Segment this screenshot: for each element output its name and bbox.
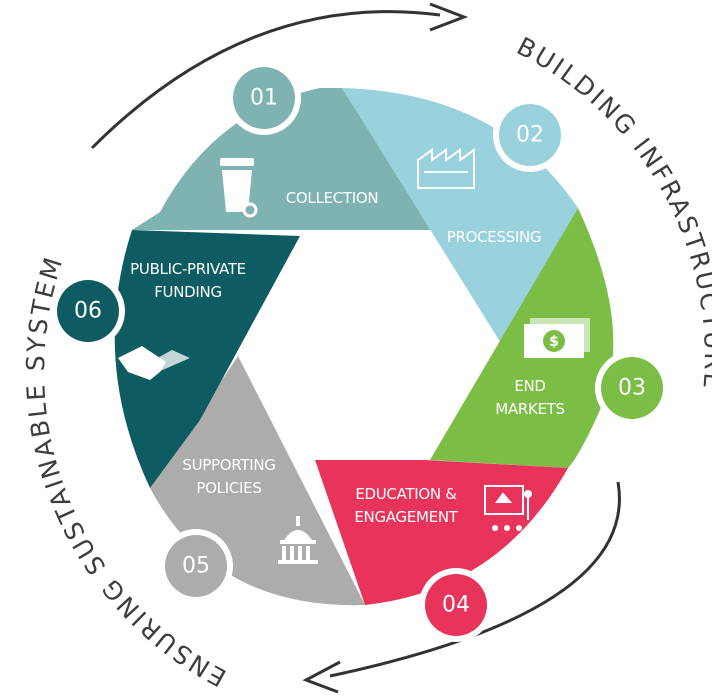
- segment-labels: COLLECTION PROCESSING END MARKETS EDUCATION …: [130, 189, 565, 526]
- processing-label-line: PROCESSING: [447, 228, 542, 246]
- collection-segment: [132, 88, 432, 230]
- badge-fill: [499, 104, 561, 166]
- funding-label-line: FUNDING: [154, 283, 222, 301]
- handshake-icon: [118, 346, 190, 380]
- top-cycle-arrow: [90, 10, 441, 150]
- bottom-cycle-arrow: [329, 481, 621, 678]
- money-icon: $: [524, 318, 590, 358]
- badge-fill: [601, 357, 663, 419]
- end-markets-segment: [430, 208, 614, 468]
- public-private-funding-segment: [114, 230, 300, 488]
- badge-fill: [233, 67, 295, 129]
- end-markets-label-line: END: [514, 377, 545, 395]
- badge-number: 06: [74, 299, 102, 324]
- capitol-icon: [278, 516, 318, 564]
- top-arrow-head-icon: [429, 2, 469, 32]
- end-markets-label: END MARKETS: [495, 377, 565, 418]
- badge-02: 02: [493, 98, 567, 172]
- funding-label-line: PUBLIC-PRIVATE: [130, 260, 246, 278]
- factory-icon: [417, 148, 475, 189]
- collection-label-line: COLLECTION: [286, 189, 379, 207]
- badge-number: 01: [250, 86, 278, 111]
- education-label-line: ENGAGEMENT: [354, 508, 458, 526]
- badge-fill: [57, 280, 119, 342]
- outer-cycle-arrows: [90, 2, 621, 694]
- processing-label: PROCESSING: [447, 228, 542, 246]
- badge-number: 05: [182, 554, 210, 579]
- policies-label-line: SUPPORTING: [182, 456, 275, 474]
- badge-fill: [165, 535, 227, 597]
- funding-label: PUBLIC-PRIVATE FUNDING: [130, 260, 246, 301]
- trash-bin-icon: [220, 158, 258, 218]
- education-label: EDUCATION & ENGAGEMENT: [354, 485, 458, 526]
- bottom-arrow-head-icon: [302, 660, 341, 694]
- badge-fill: [425, 574, 487, 636]
- badge-number: 02: [516, 123, 544, 148]
- collection-label: COLLECTION: [286, 189, 379, 207]
- education-label-line: EDUCATION &: [355, 485, 457, 503]
- svg-text:$: $: [549, 334, 559, 350]
- badge-03: 03: [595, 351, 669, 425]
- number-badges: 01 02 03 04 05 06: [51, 61, 669, 642]
- presentation-icon: [484, 485, 532, 531]
- badge-06: 06: [51, 274, 125, 348]
- end-markets-label-line: MARKETS: [495, 400, 565, 418]
- policies-label-line: POLICIES: [196, 479, 261, 497]
- badge-number: 04: [442, 593, 470, 618]
- badge-04: 04: [419, 568, 493, 642]
- badge-number: 03: [618, 376, 646, 401]
- badge-01: 01: [227, 61, 301, 135]
- badge-05: 05: [159, 529, 233, 603]
- policies-label: SUPPORTING POLICIES: [182, 456, 275, 497]
